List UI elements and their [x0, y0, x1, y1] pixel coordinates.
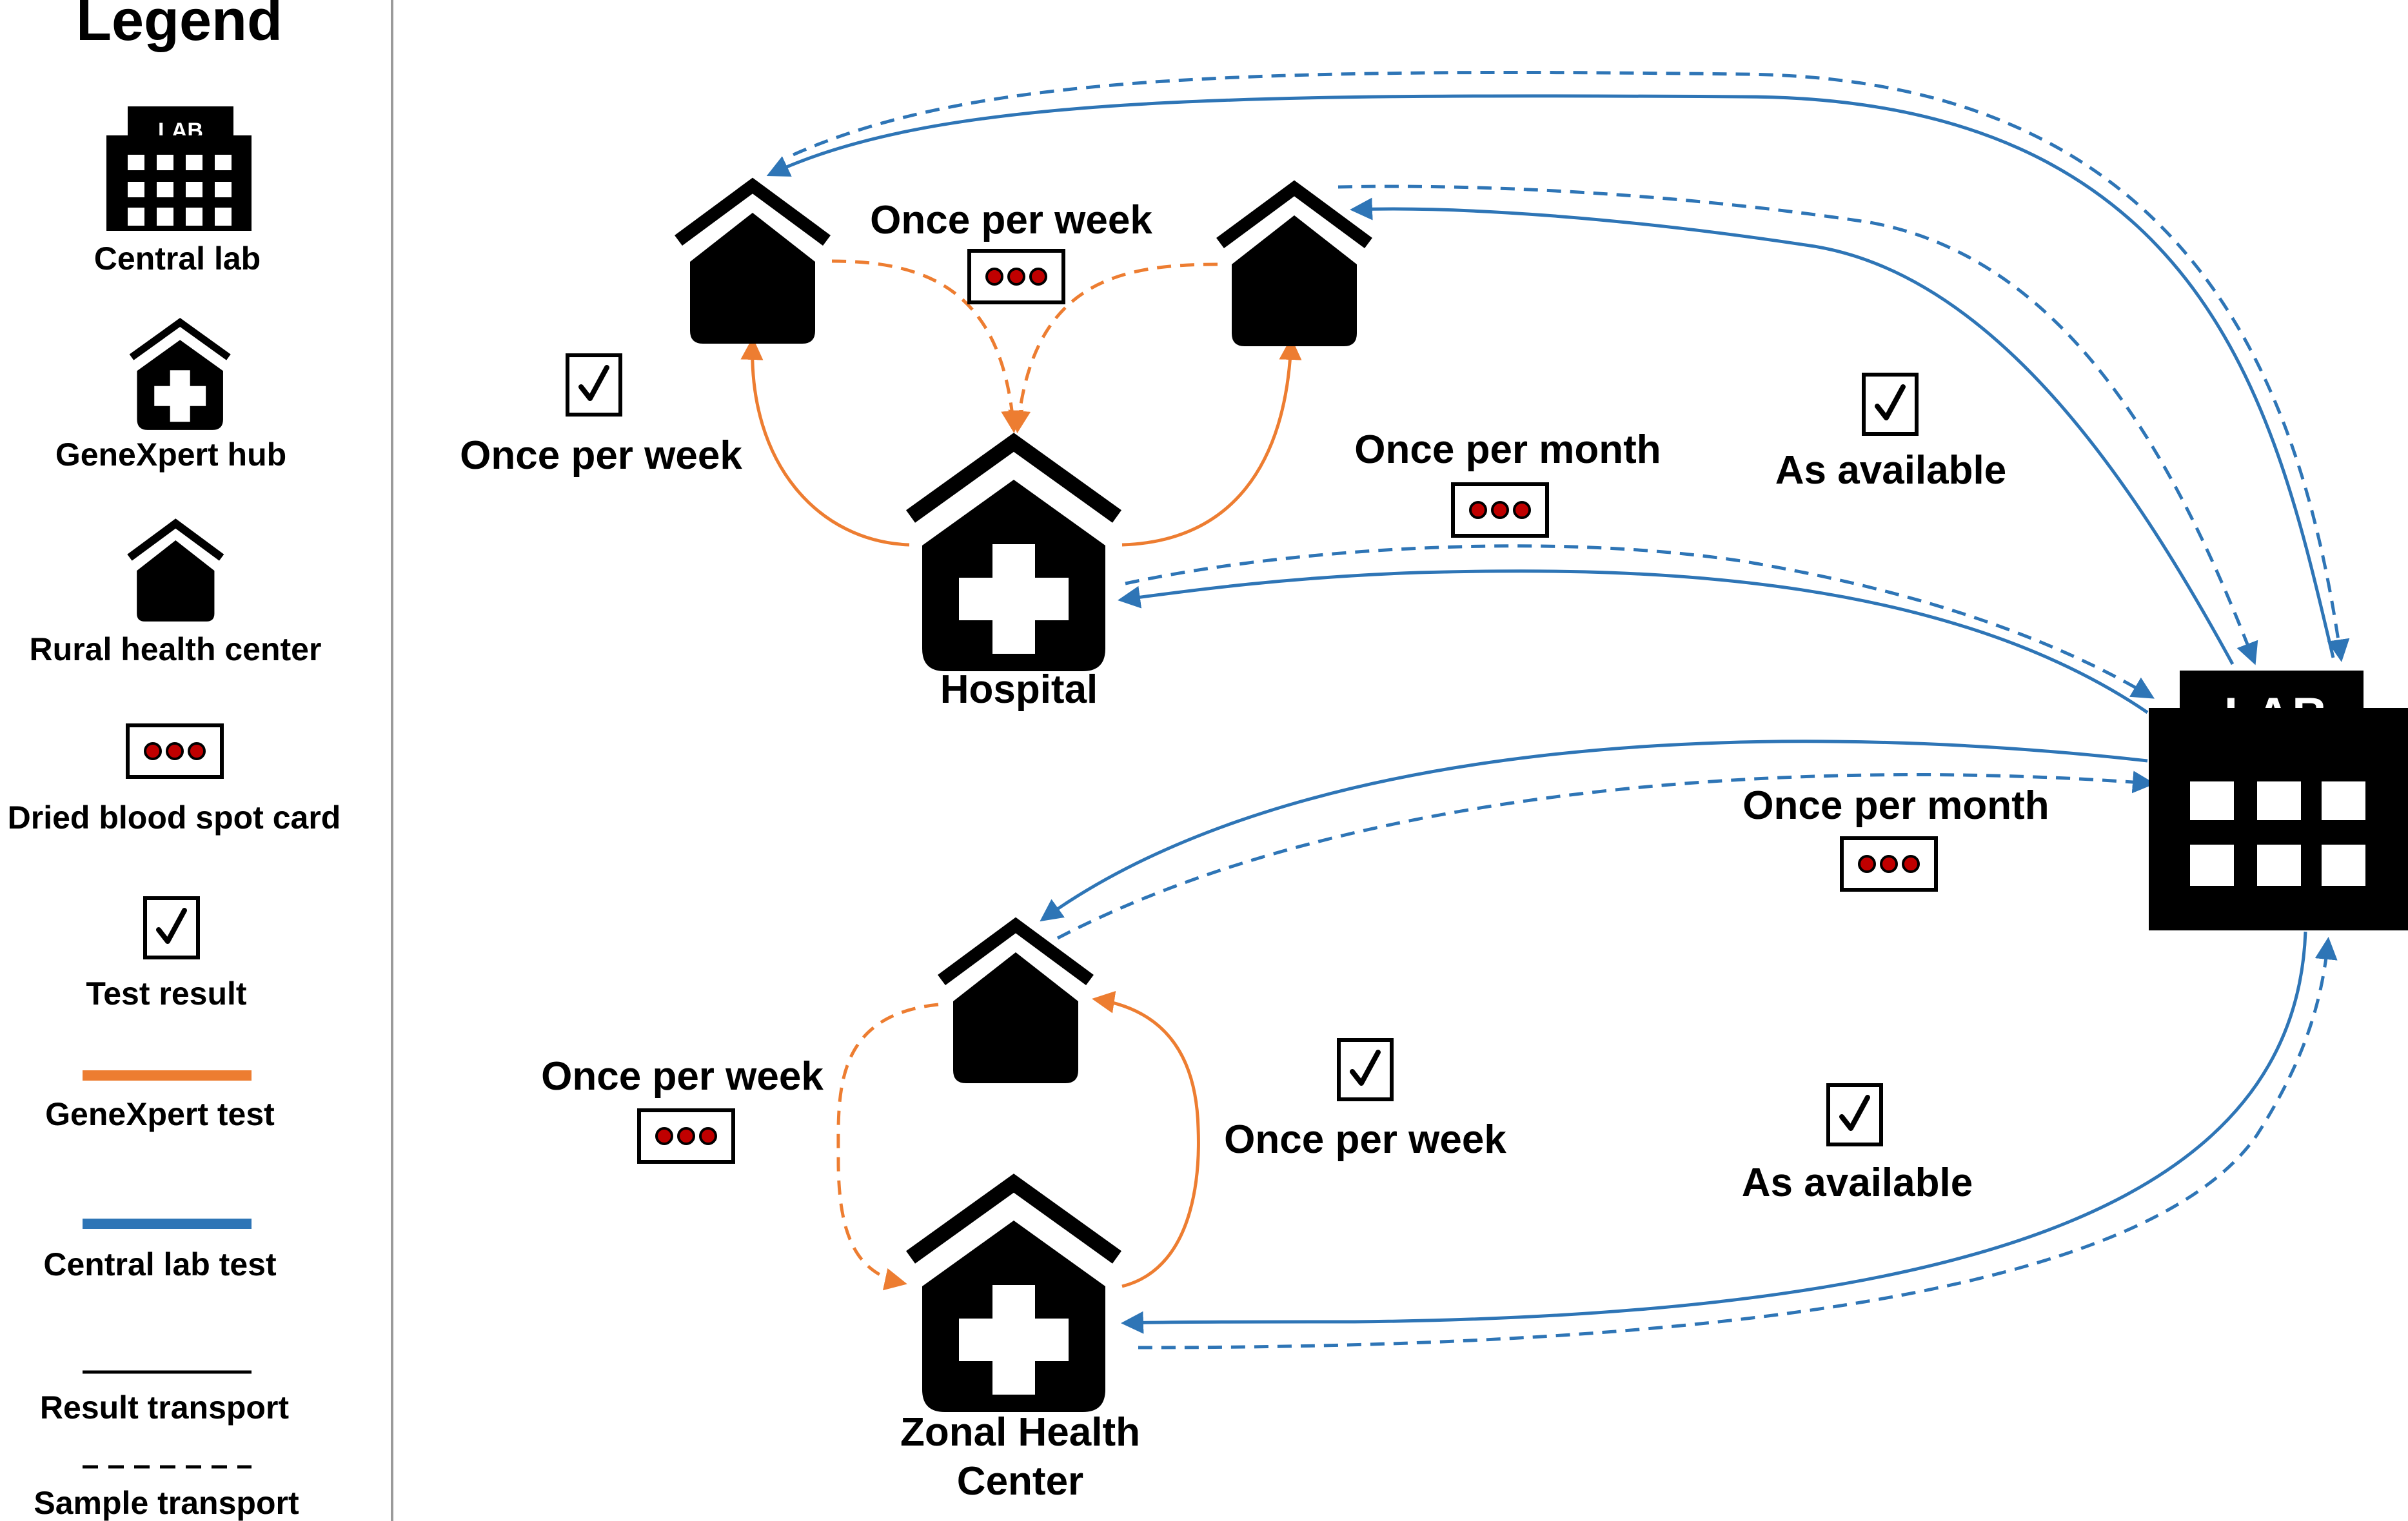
checkbox-check-icon — [1864, 375, 1917, 434]
lab-to-hospital-result — [1118, 569, 2149, 714]
top-lab-result-frequency: As available — [1775, 448, 2006, 493]
blood-spot-card-icon — [1842, 838, 1936, 890]
hospital-cross-icon — [911, 1183, 1117, 1412]
top-right-house-to-lab-sample — [1337, 184, 2258, 665]
hospital-label: Hospital — [940, 667, 1098, 712]
legend-title: Legend — [76, 0, 282, 53]
zonal-lab-frequency: Once per month — [1742, 783, 2049, 828]
zonal-to-lab-sample — [1138, 937, 2338, 1349]
legend-label-genexpert-hub: GeneXpert hub — [55, 437, 286, 473]
blood-spot-card-icon — [639, 1110, 733, 1162]
hospital-lab-frequency: Once per month — [1354, 427, 1661, 472]
legend: Legend LAB Central lab GeneXpert hub — [8, 0, 341, 1521]
rural-house-bottom — [942, 925, 1090, 1083]
connections — [740, 70, 2350, 1349]
checkbox-check-icon — [1339, 1040, 1392, 1099]
zonal-label-line2: Center — [957, 1459, 1083, 1504]
legend-label-sample-transport: Sample transport — [34, 1485, 299, 1521]
rural-house-top-left — [678, 186, 827, 344]
legend-label-central-lab: Central lab — [94, 240, 261, 277]
house-icon — [1220, 188, 1368, 346]
zonal-label-line1: Zonal Health — [900, 1410, 1140, 1455]
bottom-house-to-zonal-sample — [836, 1003, 939, 1291]
top-right-house-to-hospital-sample — [1008, 262, 1218, 433]
bottom-right-result-frequency: Once per week — [1224, 1117, 1506, 1162]
legend-hospital-cross-icon — [132, 322, 228, 430]
hospital-cross-icon — [911, 442, 1117, 671]
hospital-to-lab-sample — [1125, 544, 2155, 699]
legend-blood-spot-card-icon — [128, 725, 222, 777]
hospital-node: Hospital — [911, 442, 1117, 712]
hospital-to-top-left-house-result — [740, 337, 910, 547]
central-lab-node: LAB — [2149, 671, 2408, 930]
bottom-left-sample-frequency: Once per week — [541, 1054, 824, 1099]
lab-building-icon: LAB — [2149, 671, 2408, 930]
house-icon — [942, 925, 1090, 1083]
lab-to-bottom-house-result — [1040, 740, 2148, 922]
house-icon — [678, 186, 827, 344]
lab-to-zonal-result — [1121, 931, 2307, 1334]
legend-lab-building-icon: LAB — [106, 106, 252, 231]
bottom-house-to-lab-sample — [1056, 770, 2155, 940]
lab-to-top-left-house-result — [766, 94, 2335, 658]
rural-house-top-right — [1220, 188, 1368, 346]
top-sample-frequency: Once per week — [870, 198, 1152, 242]
legend-house-icon — [130, 524, 222, 622]
zonal-health-center-node: Zonal Health Center — [900, 1183, 1140, 1504]
checkbox-check-icon — [567, 355, 620, 415]
lab-to-top-right-house-result — [1350, 197, 2235, 665]
checkbox-check-icon — [1828, 1085, 1881, 1144]
blood-spot-card-icon — [969, 251, 1063, 302]
legend-label-result-transport: Result transport — [40, 1389, 290, 1426]
zonal-to-bottom-house-result — [1092, 990, 1200, 1288]
legend-label-central-lab-test: Central lab test — [43, 1246, 277, 1282]
hospital-to-top-right-house-result — [1121, 337, 1302, 547]
legend-label-dbs-card: Dried blood spot card — [8, 800, 341, 836]
legend-label-test-result: Test result — [86, 976, 246, 1012]
bottom-lab-result-frequency: As available — [1742, 1161, 1973, 1205]
legend-label-genexpert-test: GeneXpert test — [45, 1096, 275, 1132]
legend-checkbox-check-icon — [145, 898, 198, 957]
legend-label-rural-health-center: Rural health center — [30, 631, 322, 667]
annotations: Once per week Once per week Once per mon… — [460, 198, 2049, 1205]
top-left-result-frequency: Once per week — [460, 433, 742, 478]
blood-spot-card-icon — [1453, 484, 1547, 536]
top-left-house-to-lab-sample — [792, 70, 2350, 662]
